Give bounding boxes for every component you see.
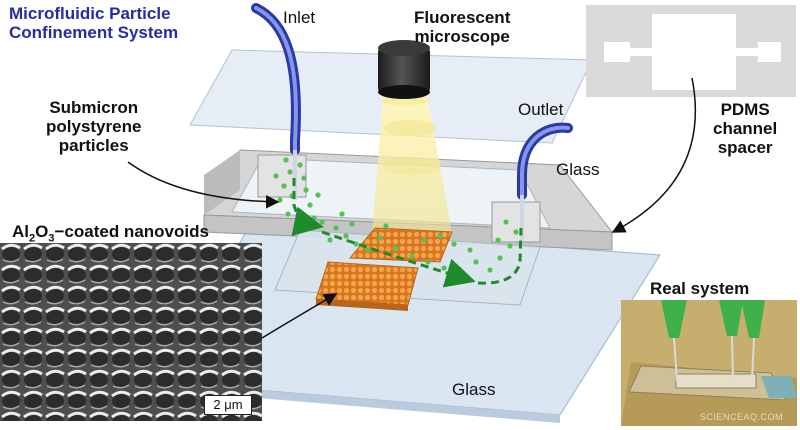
particle-dot	[285, 211, 291, 217]
particles-label-line-2: polystyrene	[46, 117, 142, 137]
particle-dot	[319, 219, 325, 225]
particle-dot	[377, 235, 383, 241]
glass-top-label: Glass	[556, 160, 600, 179]
particle-dot	[303, 187, 309, 193]
particle-dot	[425, 259, 431, 265]
nanovoids-label: Al2O3−coated nanovoids	[12, 222, 209, 245]
nanovoid-substrate-edge	[316, 299, 408, 311]
pdms-spacer-side	[204, 150, 240, 215]
particle-dot	[307, 202, 313, 208]
pdms-label-line-2: channel	[713, 119, 778, 139]
particles-label-line-3: particles	[58, 136, 129, 156]
particle-dot	[297, 209, 303, 215]
particle-dot	[287, 169, 293, 175]
particle-dot	[503, 219, 509, 225]
nanovoids-label-al: Al	[12, 222, 29, 241]
particle-dot	[473, 259, 479, 265]
microscope-label: Fluorescent microscope	[414, 8, 510, 46]
inlet-port	[257, 154, 307, 198]
particle-dot	[497, 255, 503, 261]
nanovoids-label-sub-3: 3	[48, 232, 55, 245]
particle-dot	[277, 197, 283, 203]
scale-bar-label: 2 μm	[213, 397, 243, 412]
particle-dot	[349, 221, 355, 227]
beam-ring-3	[382, 157, 442, 175]
scale-bar: 2 μm	[204, 395, 252, 415]
particle-dot	[365, 247, 371, 253]
particle-dot	[437, 233, 443, 239]
nanovoid-array-on-chip	[348, 227, 453, 263]
microscope-label-line-2: microscope	[414, 27, 510, 47]
particle-dot	[383, 223, 389, 229]
outlet-port	[491, 201, 541, 243]
nanovoids-label-o: O	[35, 222, 49, 241]
inlet-label: Inlet	[283, 8, 316, 27]
particles-label: Submicron polystyrene particles	[46, 98, 141, 155]
pdms-label-line-3: spacer	[717, 138, 773, 158]
real-system-illustration	[621, 300, 797, 426]
pdms-label-line-1: PDMS	[720, 100, 770, 119]
nanovoids-callout-arrow	[261, 293, 338, 339]
particle-dot	[467, 247, 473, 253]
particle-dot	[495, 237, 501, 243]
microscope-objective	[378, 48, 430, 92]
particle-dot	[343, 233, 349, 239]
particle-dot	[297, 162, 303, 168]
title-line-2: Confinement System	[9, 23, 179, 43]
real-system-label: Real system	[650, 279, 750, 298]
beam-ring-2	[384, 120, 436, 136]
title-line-1: Microfluidic Particle	[9, 4, 171, 23]
sem-image-nanovoids: 2 μm	[0, 243, 262, 421]
particle-dot	[421, 237, 427, 243]
particle-dot	[315, 192, 321, 198]
particle-dot	[311, 215, 317, 221]
flow-path-arrow-2	[321, 230, 476, 288]
flow-path-arrow-3	[477, 227, 523, 285]
pdms-channel-shape	[604, 14, 781, 90]
real-system-photo	[621, 300, 797, 426]
flow-path-arrow	[291, 178, 324, 236]
particle-dot	[507, 243, 513, 249]
watermark-text: SCIENCEAQ.COM	[700, 412, 784, 422]
particle-dot	[451, 241, 457, 247]
outlet-label: Outlet	[518, 100, 564, 119]
particle-dot	[393, 245, 399, 251]
particle-dot	[353, 241, 359, 247]
particle-dot	[441, 265, 447, 271]
particle-dot	[457, 267, 463, 273]
particles-callout-arrow	[127, 161, 280, 209]
particle-dot	[281, 183, 287, 189]
particle-dot	[301, 175, 307, 181]
particle-dot	[327, 237, 333, 243]
title: Microfluidic Particle Confinement System	[9, 4, 178, 42]
microscope-objective-top	[378, 40, 430, 56]
particle-dot	[283, 157, 289, 163]
nanovoid-substrate-exploded	[315, 261, 419, 306]
particles-label-line-1: Submicron	[49, 98, 139, 117]
sem-texture	[0, 243, 262, 421]
pdms-label: PDMS channel spacer	[713, 100, 777, 157]
nanovoids-label-sub-2: 2	[29, 232, 36, 245]
particle-dot	[333, 225, 339, 231]
particle-dot	[339, 211, 345, 217]
glass-bottom-label: Glass	[452, 380, 496, 399]
microscope-objective-bottom	[378, 85, 430, 99]
particle-dot	[409, 253, 415, 259]
nanovoids-label-suffix: −coated nanovoids	[54, 222, 209, 241]
particle-dot	[273, 173, 279, 179]
particle-dot	[487, 267, 493, 273]
pdms-callout-arrow	[611, 77, 696, 233]
particle-dot	[513, 229, 519, 235]
microscope-label-line-1: Fluorescent	[414, 8, 511, 27]
